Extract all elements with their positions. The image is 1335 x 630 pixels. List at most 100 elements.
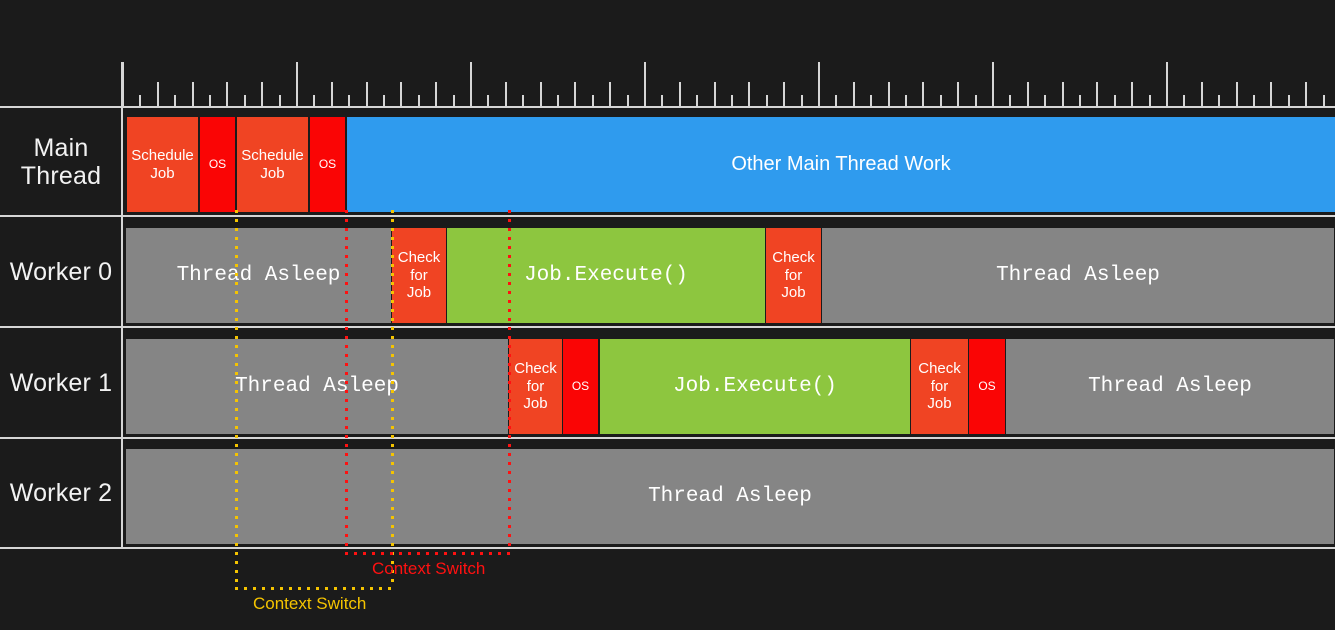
ruler-tick-minor [592,95,594,108]
timeline-block-label: Job.Execute() [673,375,837,398]
row-label-worker-0: Worker 0 [0,217,122,326]
ruler-tick-minor [1044,95,1046,108]
ruler-tick-major [470,62,472,108]
ruler-tick-minor [1323,95,1325,108]
ruler-tick-mid [783,82,785,108]
ruler-tick-minor [835,95,837,108]
ruler-tick-mid [609,82,611,108]
ruler-tick-mid [714,82,716,108]
row-label-worker-2: Worker 2 [0,439,122,547]
ruler-tick-minor [661,95,663,108]
ruler-tick-mid [748,82,750,108]
ruler-tick-minor [731,95,733,108]
ruler-tick-mid [331,82,333,108]
ruler-tick-minor [627,95,629,108]
ruler-tick-mid [1027,82,1029,108]
ruler-tick-minor [418,95,420,108]
ruler-tick-mid [192,82,194,108]
grid-rule-label-column [121,106,123,549]
ruler-tick-major [1166,62,1168,108]
ruler-tick-mid [1270,82,1272,108]
row-label-line: Thread [20,161,102,190]
context-switch-red-left-line [345,210,348,552]
ruler-tick-mid [505,82,507,108]
ruler-tick-mid [1096,82,1098,108]
ruler-tick-mid [679,82,681,108]
ruler-tick-major [296,62,298,108]
timeline-block-label: OS [208,156,227,171]
ruler-tick-mid [922,82,924,108]
ruler-tick-minor [1079,95,1081,108]
ruler-tick-minor [1253,95,1255,108]
ruler-tick-mid [366,82,368,108]
timeline-block-os: OS [563,339,598,434]
timeline-block-job-execute: Job.Execute() [447,228,765,323]
timeline-block-thread-asleep: Thread Asleep [1006,339,1334,434]
timeline-block-os: OS [200,117,235,212]
grid-rule-header-bottom [0,106,1335,108]
ruler-tick-minor [940,95,942,108]
ruler-tick-minor [905,95,907,108]
context-switch-yellow-left-line [235,210,238,587]
ruler-tick-minor [766,95,768,108]
row-label-line: Worker 2 [9,479,113,507]
ruler-tick-mid [957,82,959,108]
ruler-tick-mid [261,82,263,108]
row-label-line: Main [33,133,89,162]
context-switch-yellow-label: Context Switch [253,594,367,613]
ruler-tick-mid [157,82,159,108]
ruler-tick-minor [453,95,455,108]
ruler-tick-mid [1131,82,1133,108]
timeline-block-label: Thread Asleep [648,485,812,508]
ruler-tick-mid [226,82,228,108]
grid-rule-main-bottom [0,215,1335,217]
ruler-tick-minor [1149,95,1151,108]
ruler-tick-minor [139,95,141,108]
ruler-tick-mid [888,82,890,108]
timeline-block-label: OS [571,378,590,393]
timeline-block-label: Job.Execute() [524,264,688,287]
timeline-block-label: OS [978,378,996,393]
context-switch-red-baseline [345,552,511,555]
timeline-block-job-execute: Job.Execute() [600,339,910,434]
row-label-line: Worker 0 [9,257,113,286]
timeline-block-label: Thread Asleep [996,264,1160,287]
ruler-tick-minor [1288,95,1290,108]
ruler-tick-minor [348,95,350,108]
timeline-block-thread-asleep: Thread Asleep [126,339,508,434]
ruler-tick-minor [244,95,246,108]
context-switch-red-right-line [508,210,511,552]
timeline-block-thread-asleep: Thread Asleep [126,228,391,323]
grid-rule-worker0-bottom [0,326,1335,328]
ruler-tick-minor [383,95,385,108]
timeline-block-thread-asleep: Thread Asleep [126,449,1334,544]
ruler-tick-minor [522,95,524,108]
row-label-line: Worker 1 [9,368,113,397]
grid-rule-worker2-bottom [0,547,1335,549]
ruler-tick-mid [435,82,437,108]
timeline-block-label: OS [318,156,337,171]
timeline-block-label: Other Main Thread Work [731,153,951,175]
ruler-tick-minor [975,95,977,108]
context-switch-red-label: Context Switch [372,559,486,578]
row-label-worker-1: Worker 1 [0,328,122,437]
timeline-block-label: Thread Asleep [176,264,341,287]
ruler-tick-major [992,62,994,108]
ruler-tick-major [644,62,646,108]
ruler-tick-minor [1183,95,1185,108]
ruler-tick-minor [209,95,211,108]
context-switch-yellow-baseline [235,587,394,590]
ruler-tick-minor [801,95,803,108]
